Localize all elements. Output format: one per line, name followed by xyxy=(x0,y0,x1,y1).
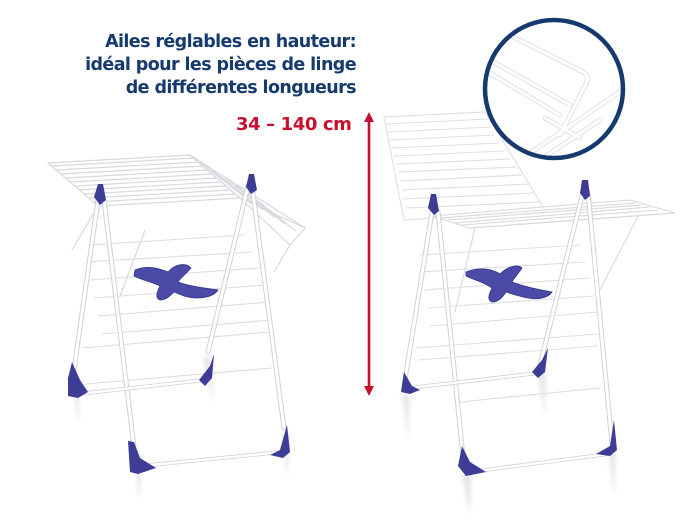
headline-line-3: de différentes longueurs xyxy=(125,78,357,98)
hinge-detail-inset xyxy=(482,17,626,161)
headline: Ailes réglables en hauteur: idéal pour l… xyxy=(85,31,356,100)
detail-circle-border xyxy=(482,17,626,161)
headline-line-1: Ailes réglables en hauteur: xyxy=(105,32,357,52)
center-clip xyxy=(465,265,553,303)
center-clip xyxy=(133,264,219,301)
base-bars xyxy=(77,378,283,468)
rack-legs xyxy=(71,183,287,450)
leg-feet xyxy=(68,354,290,474)
drying-rack-left xyxy=(46,154,306,500)
leg-top-cap xyxy=(428,180,590,215)
floor-shadow xyxy=(72,357,290,500)
headline-line-2: idéal pour les pièces de linge xyxy=(85,55,356,75)
flat-wing xyxy=(431,199,676,313)
lower-rungs xyxy=(415,244,601,403)
floor-shadow xyxy=(402,372,616,515)
height-range-label: 34 – 140 cm xyxy=(236,114,352,135)
drying-rack-right xyxy=(383,111,676,515)
rack-legs xyxy=(401,189,615,469)
height-arrow xyxy=(364,112,374,396)
leg-top-cap xyxy=(94,174,257,205)
leg-feet xyxy=(401,348,617,476)
